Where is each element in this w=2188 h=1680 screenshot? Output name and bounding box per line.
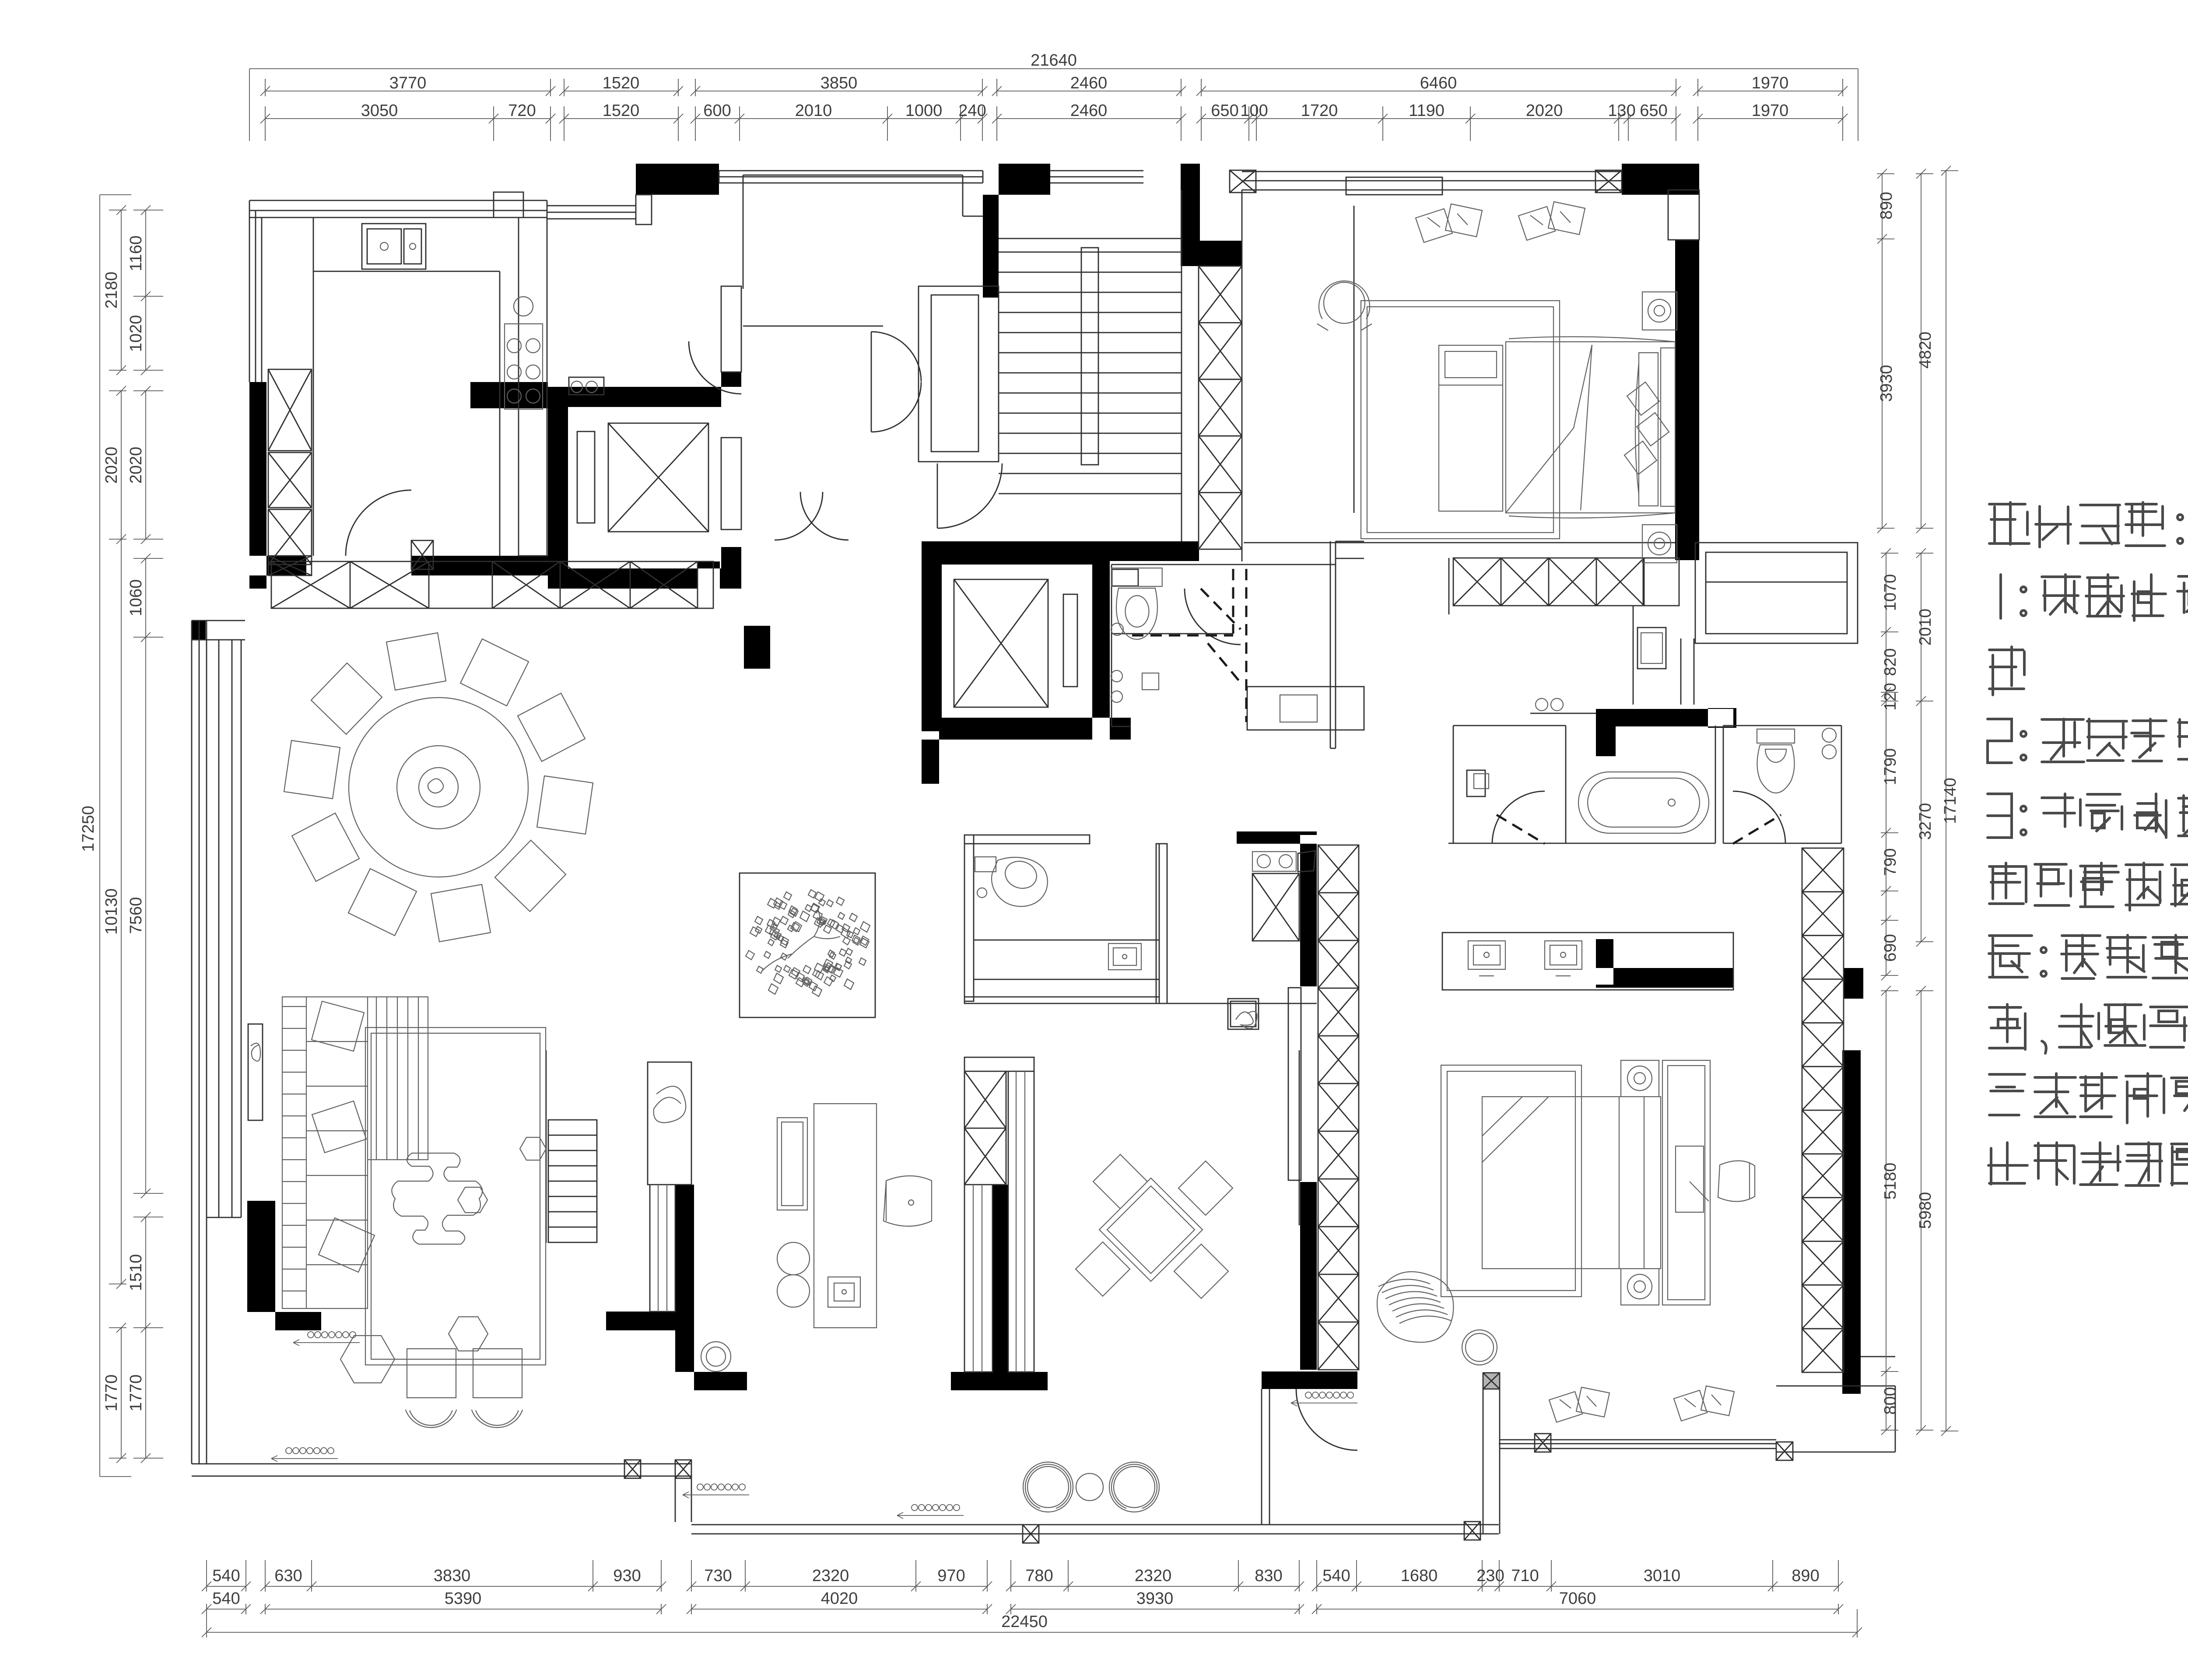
- svg-text:890: 890: [1877, 192, 1896, 219]
- svg-text:5180: 5180: [1881, 1163, 1900, 1200]
- svg-text:800: 800: [1881, 1387, 1900, 1414]
- svg-text:21640: 21640: [1031, 51, 1077, 70]
- svg-text:890: 890: [1792, 1567, 1819, 1585]
- svg-text:2320: 2320: [1135, 1567, 1172, 1585]
- svg-text:540: 540: [1322, 1567, 1350, 1585]
- svg-text:10130: 10130: [102, 888, 121, 935]
- svg-text:690: 690: [1881, 934, 1900, 961]
- svg-text:720: 720: [508, 102, 536, 120]
- svg-text:1520: 1520: [603, 74, 640, 92]
- svg-text:830: 830: [1255, 1567, 1282, 1585]
- svg-text:130: 130: [1608, 102, 1635, 120]
- svg-text:600: 600: [703, 102, 731, 120]
- svg-text:3270: 3270: [1916, 803, 1935, 840]
- svg-text:3050: 3050: [361, 102, 398, 120]
- svg-text:2020: 2020: [102, 447, 121, 484]
- svg-text:7560: 7560: [127, 897, 145, 934]
- svg-text:1720: 1720: [1301, 102, 1338, 120]
- svg-text:1190: 1190: [1409, 102, 1445, 120]
- svg-text:4020: 4020: [821, 1589, 858, 1608]
- svg-text:2460: 2460: [1070, 74, 1108, 92]
- svg-text:120: 120: [1881, 683, 1900, 710]
- svg-text:5980: 5980: [1916, 1192, 1935, 1229]
- svg-text:3830: 3830: [434, 1567, 471, 1585]
- svg-text:650: 650: [1211, 102, 1238, 120]
- svg-text:1970: 1970: [1752, 102, 1789, 120]
- svg-text:2020: 2020: [1526, 102, 1563, 120]
- svg-text:5390: 5390: [445, 1589, 482, 1608]
- svg-text:2180: 2180: [102, 272, 121, 309]
- svg-text:2010: 2010: [1916, 609, 1935, 646]
- svg-text:710: 710: [1511, 1567, 1539, 1585]
- svg-text:630: 630: [274, 1567, 302, 1585]
- svg-text:3930: 3930: [1877, 365, 1896, 402]
- svg-text:1510: 1510: [127, 1254, 145, 1291]
- svg-text:22450: 22450: [1001, 1613, 1048, 1631]
- svg-text:6460: 6460: [1420, 74, 1457, 92]
- svg-text:3930: 3930: [1136, 1589, 1174, 1608]
- svg-text:790: 790: [1881, 848, 1900, 876]
- svg-text:3850: 3850: [820, 74, 858, 92]
- svg-text:240: 240: [958, 102, 986, 120]
- svg-text:540: 540: [212, 1589, 240, 1608]
- svg-text:2020: 2020: [127, 447, 145, 484]
- svg-text:1520: 1520: [603, 102, 640, 120]
- svg-text:17250: 17250: [79, 806, 98, 852]
- svg-text:7060: 7060: [1559, 1589, 1596, 1608]
- svg-text:2010: 2010: [795, 102, 832, 120]
- svg-text:1070: 1070: [1881, 574, 1900, 611]
- svg-text:1770: 1770: [127, 1375, 145, 1412]
- svg-text:540: 540: [212, 1567, 240, 1585]
- svg-text:780: 780: [1025, 1567, 1053, 1585]
- svg-text:3770: 3770: [389, 74, 427, 92]
- svg-text:1770: 1770: [102, 1375, 121, 1412]
- svg-text:4820: 4820: [1916, 332, 1935, 369]
- svg-text:1680: 1680: [1401, 1567, 1438, 1585]
- svg-text:3010: 3010: [1644, 1567, 1681, 1585]
- svg-text:2460: 2460: [1070, 102, 1108, 120]
- svg-text:650: 650: [1640, 102, 1667, 120]
- svg-text:820: 820: [1881, 648, 1900, 676]
- svg-text:1000: 1000: [905, 102, 943, 120]
- svg-text:1020: 1020: [127, 315, 145, 352]
- svg-text:970: 970: [937, 1567, 965, 1585]
- svg-text:2320: 2320: [812, 1567, 849, 1585]
- svg-text:930: 930: [613, 1567, 641, 1585]
- svg-text:230: 230: [1476, 1567, 1504, 1585]
- svg-text:1970: 1970: [1752, 74, 1789, 92]
- svg-text:1790: 1790: [1881, 748, 1900, 786]
- svg-text:100: 100: [1240, 102, 1268, 120]
- svg-text:730: 730: [704, 1567, 732, 1585]
- svg-text:1060: 1060: [127, 579, 145, 617]
- svg-text:17140: 17140: [1941, 778, 1960, 824]
- svg-text:1160: 1160: [127, 235, 145, 271]
